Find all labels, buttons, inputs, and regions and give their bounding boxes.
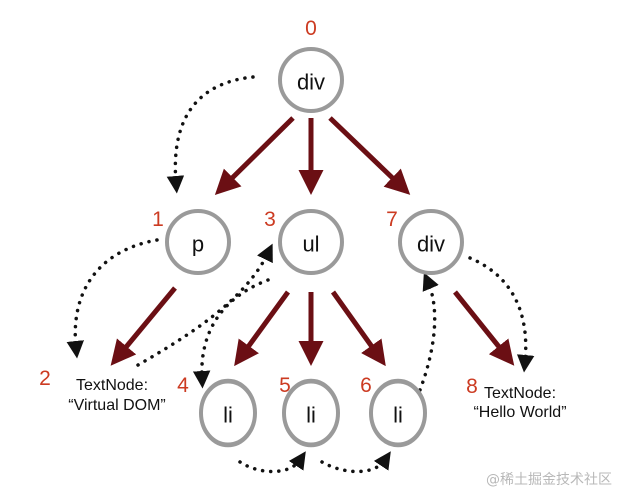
text-node-value: “Virtual DOM” <box>68 397 166 414</box>
node-div-child: div 7 <box>386 208 464 275</box>
node-li-6: li 6 <box>360 374 427 448</box>
edge-div-p <box>214 116 295 196</box>
node-tag: li <box>393 403 403 428</box>
node-index: 0 <box>305 17 317 40</box>
node-index: 1 <box>152 208 164 231</box>
node-tag: ul <box>302 232 319 257</box>
node-ul: ul 3 <box>264 208 344 275</box>
node-tag: div <box>297 70 325 95</box>
text-node-hello-world: 8 TextNode: “Hello World” <box>466 375 566 421</box>
traversal-0-1 <box>166 75 255 194</box>
node-p: p 1 <box>152 208 231 275</box>
traversal-6-7 <box>418 272 439 392</box>
watermark: @稀土掘金技术社区 <box>486 472 612 488</box>
node-index: 6 <box>360 374 372 397</box>
text-node-virtual-dom: 2 TextNode: “Virtual DOM” <box>39 367 166 414</box>
text-node-value: “Hello World” <box>473 404 566 421</box>
traversal-2-3 <box>136 243 273 367</box>
node-index: 7 <box>386 208 398 231</box>
traversal-3-4 <box>192 278 270 389</box>
node-tag: li <box>223 403 233 428</box>
text-node-label: TextNode: <box>76 377 148 394</box>
node-index: 5 <box>279 374 291 397</box>
edge-div-textnode <box>453 290 515 366</box>
edge-div-div <box>328 116 411 195</box>
node-index: 8 <box>466 375 478 398</box>
edge-p-textnode <box>110 286 177 366</box>
traversal-1-2 <box>66 238 159 359</box>
node-tag: p <box>192 232 204 257</box>
edge-ul-li4 <box>234 290 291 367</box>
node-tag: div <box>417 232 445 257</box>
node-li-4: li 4 <box>177 374 257 448</box>
node-index: 2 <box>39 367 51 390</box>
traversal-5-6 <box>320 451 391 474</box>
node-li-5: li 5 <box>279 374 340 448</box>
traversal-4-5 <box>238 451 306 474</box>
text-node-label: TextNode: <box>484 385 556 402</box>
node-div-root: div 0 <box>278 17 344 113</box>
node-index: 3 <box>264 208 276 231</box>
edge-ul-li6 <box>330 290 386 367</box>
node-tag: li <box>306 403 316 428</box>
node-index: 4 <box>177 374 189 397</box>
